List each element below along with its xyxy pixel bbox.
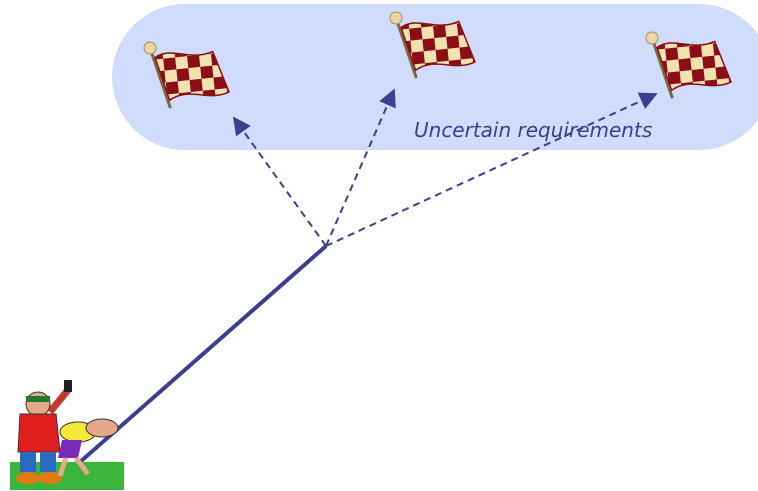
- arrow-to-goal-middle: [325, 88, 396, 247]
- requirements-cloud: [112, 4, 758, 150]
- uncertain-requirements-label: Uncertain requirements: [414, 118, 652, 142]
- arrow-to-goal-right: [325, 92, 658, 247]
- starter-with-pistol-clipart: [16, 380, 72, 484]
- arrow-to-goal-left: [232, 116, 327, 247]
- runner-clipart: [57, 418, 119, 477]
- race-start-clipart: [10, 380, 124, 490]
- project-path-line: [78, 244, 328, 464]
